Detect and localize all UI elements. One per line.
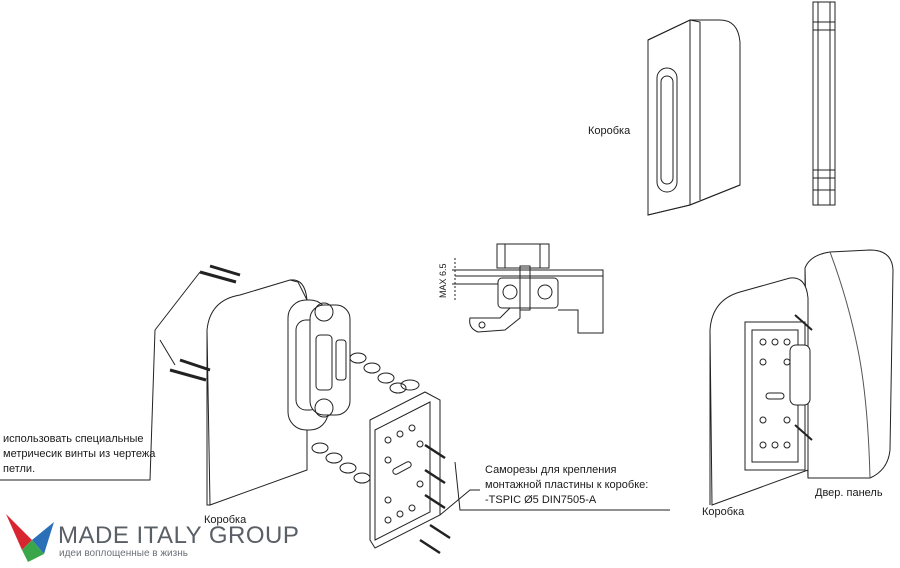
door-panel <box>804 249 894 479</box>
logo-subtitle: идеи воплощенные в жизнь <box>59 548 188 559</box>
note-line: -TSPIC Ø5 DIN7505-A <box>485 494 597 506</box>
note-special-screws: использовать специальные метричесик винт… <box>3 432 155 477</box>
plate-screws <box>419 443 670 555</box>
logo-title: MADE ITALY GROUP <box>58 522 300 549</box>
dimension-max: MAX 6.5 <box>438 263 448 298</box>
note-line: монтажной пластины к коробке: <box>485 479 649 491</box>
note-line: Саморезы для крепления <box>485 464 617 476</box>
hinge-body <box>287 299 351 431</box>
brand-logo: MADE ITALY GROUP идеи воплощенные в жизн… <box>4 510 304 566</box>
note-line: петли. <box>3 463 36 475</box>
label-door-panel: Двер. панель <box>815 487 883 499</box>
frame-side-view <box>812 1 836 206</box>
label-box-left: Коробка <box>204 514 247 526</box>
note-line: метричесик винты из чертежа <box>3 448 156 460</box>
mounted-plate <box>744 314 813 471</box>
section-detail <box>452 243 604 334</box>
note-mounting-screws: Саморезы для крепления монтажной пластин… <box>485 463 648 508</box>
frame-block-perspective <box>647 19 741 216</box>
label-box-top: Коробка <box>588 125 631 137</box>
left-screws <box>0 264 241 481</box>
mounting-plate-exploded <box>369 391 441 549</box>
label-box-right: Коробка <box>702 506 745 518</box>
note-line: использовать специальные <box>3 433 144 445</box>
logo-mark-icon <box>6 514 54 562</box>
